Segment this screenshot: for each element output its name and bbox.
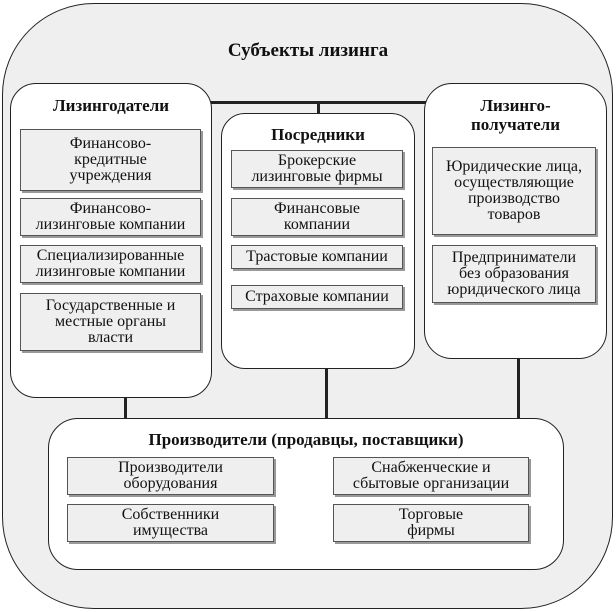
connector-lessees-producers <box>517 357 520 419</box>
producers-title: Производители (продавцы, поставщики) <box>148 430 464 449</box>
lessor-item: Государственные и местные органы власти <box>20 293 201 351</box>
intermediary-item: Страховые компании <box>231 285 403 309</box>
connector-lessors-producers <box>124 397 127 419</box>
connector-top-vertical <box>317 101 320 117</box>
intermediaries-title: Посредники <box>271 125 365 144</box>
diagram-title: Субъекты лизинга <box>227 40 389 61</box>
producer-item: Торговые фирмы <box>333 504 529 542</box>
intermediary-item: Финансовые компании <box>231 198 403 236</box>
producer-item: Собственники имущества <box>67 504 274 542</box>
lessor-item: Финансово- кредитные учреждения <box>20 129 201 191</box>
lessor-item: Финансово- лизинговые компании <box>20 198 201 236</box>
producer-item: Снабженческие и сбытовые организации <box>333 457 529 495</box>
lessee-item: Юридические лица, осуществляющие произво… <box>432 147 596 235</box>
connector-intermediaries-producers <box>325 368 328 419</box>
lessor-item: Специализированные лизинговые компании <box>20 245 201 283</box>
lessee-item: Предприниматели без образования юридичес… <box>432 245 596 303</box>
lessors-title: Лизингодатели <box>52 96 170 115</box>
intermediary-item: Брокерские лизинговые фирмы <box>231 150 403 188</box>
producer-item: Производители оборудования <box>67 457 274 495</box>
lessees-title: Лизинго- получатели <box>471 96 560 134</box>
intermediary-item: Трастовые компании <box>231 245 403 269</box>
